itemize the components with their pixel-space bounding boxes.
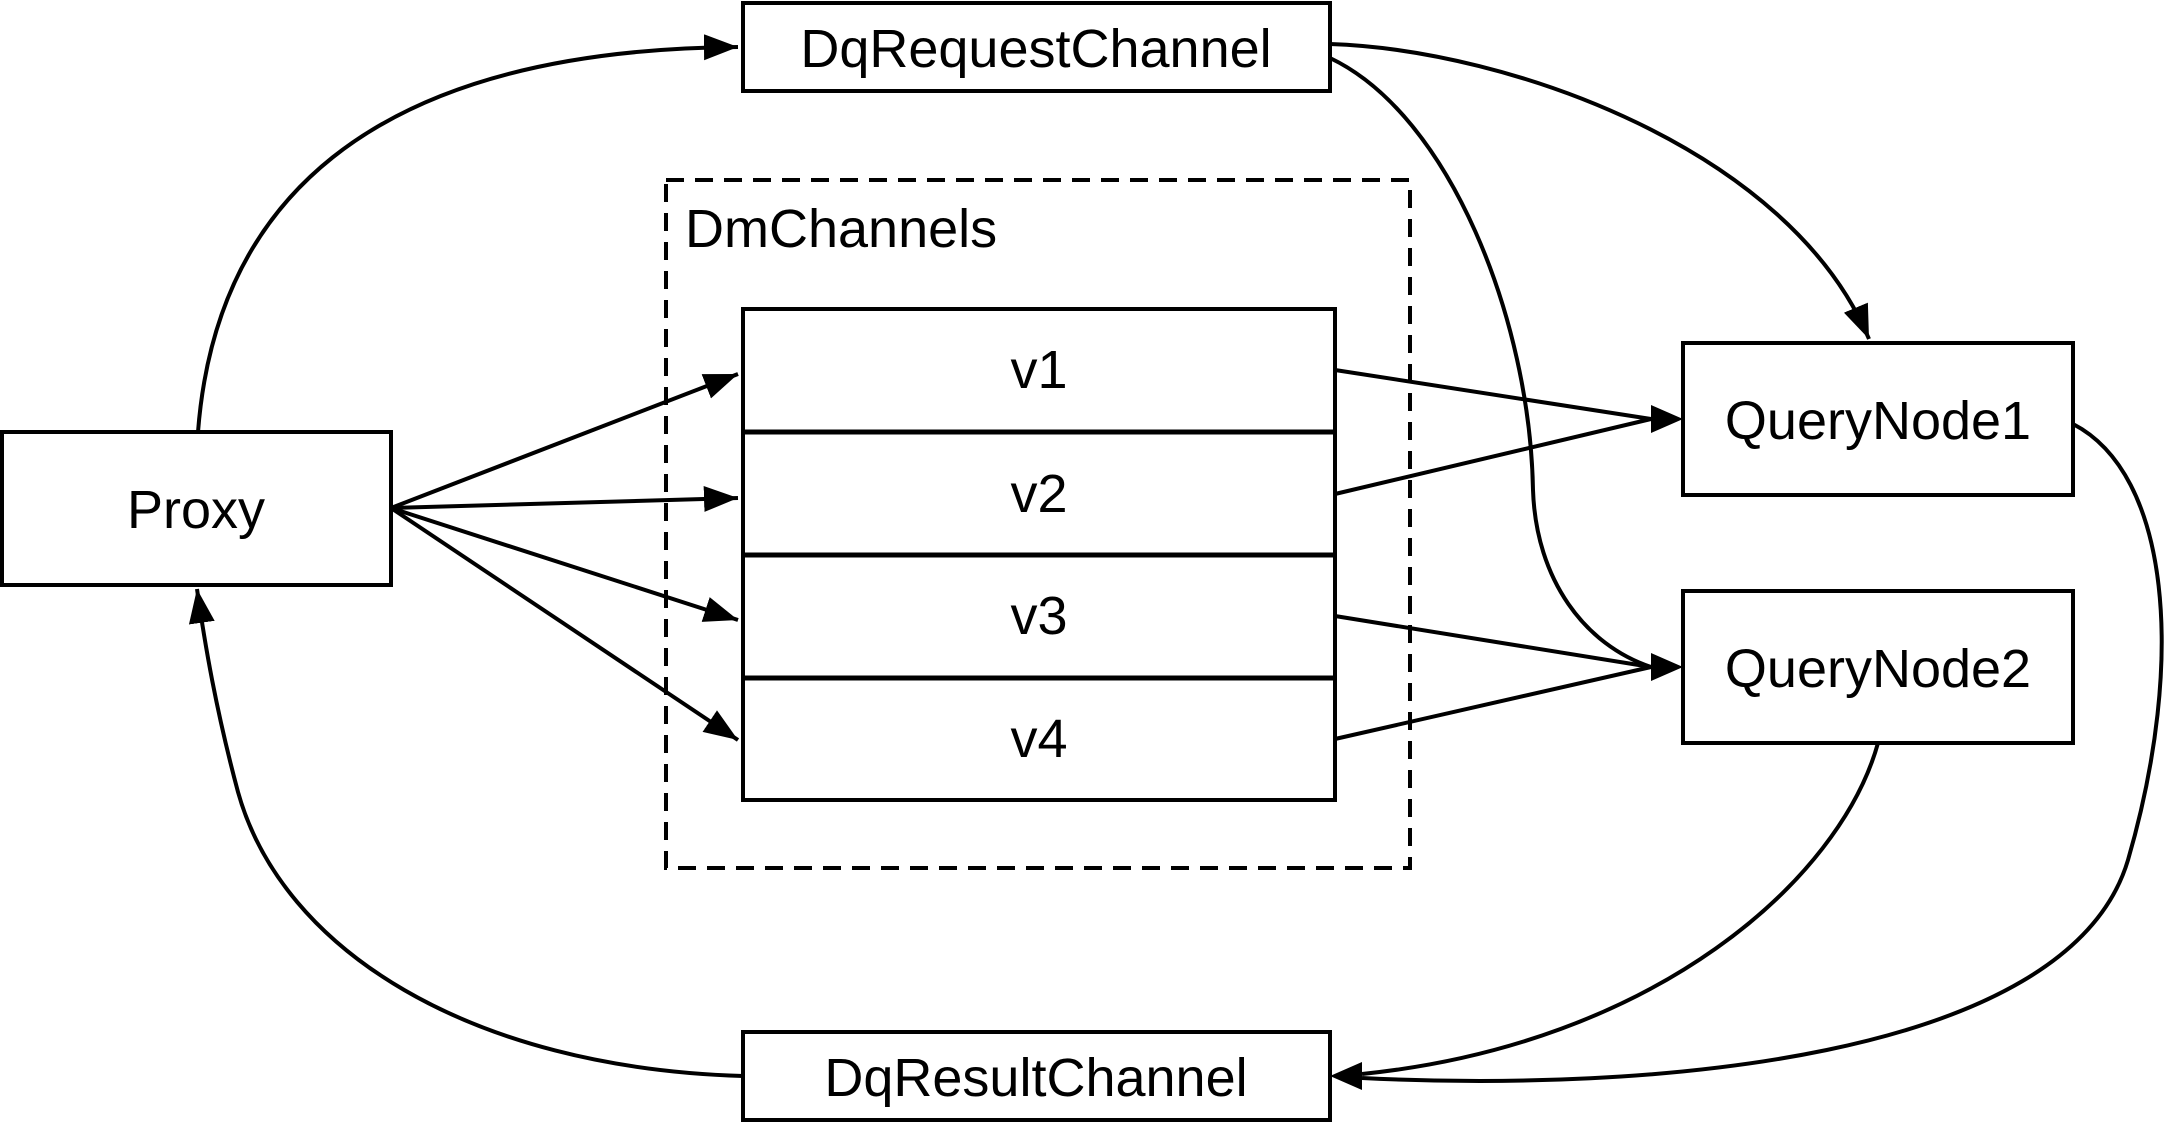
node-dq-result-channel: DqResultChannel (741, 1030, 1332, 1122)
node-dq-request-channel: DqRequestChannel (741, 1, 1332, 93)
edge-v3-to-query-node-2 (1334, 614, 1652, 669)
edge-v1-to-query-node-1 (1334, 368, 1652, 421)
edge-query-node-1-to-dq-result-channel (1361, 422, 2164, 1083)
channel-v1-label: v1 (1010, 340, 1067, 400)
query-node-1-label: QueryNode1 (1725, 391, 2031, 451)
edge-dq-request-channel-to-query-node-2 (1329, 56, 1652, 669)
dq-request-channel-box (741, 1, 1332, 93)
channel-v3-label: v3 (1010, 586, 1067, 646)
query-node-2-box (1681, 589, 2075, 745)
proxy-box (0, 430, 393, 587)
edge-v4-to-query-node-2 (1334, 665, 1652, 741)
edge-proxy-to-v1 (390, 372, 739, 510)
arrowhead-into-query-node-2-left (1651, 653, 1683, 681)
edge-proxy-to-v3 (390, 506, 739, 622)
dm-channels-dashed-border (664, 178, 1412, 870)
edge-proxy-to-v4 (389, 506, 740, 742)
channel-stack: v1 v2 v3 v4 (741, 307, 1337, 802)
query-node-2-label: QueryNode2 (1725, 639, 2031, 699)
edge-v2-to-query-node-1 (1334, 417, 1652, 496)
channel-v2-label: v2 (1010, 464, 1067, 524)
node-proxy: Proxy (0, 430, 393, 587)
group-dm-channels: DmChannels v1 v2 v3 v4 (664, 178, 1412, 870)
edge-query-node-2-to-dq-result-channel (1361, 742, 1880, 1076)
dq-result-channel-box (741, 1030, 1332, 1122)
dq-result-channel-label: DqResultChannel (824, 1048, 1247, 1108)
arrowhead-into-dq-result-channel-right (1330, 1062, 1362, 1090)
edge-dq-request-channel-to-query-node-1 (1329, 42, 1871, 340)
edges (188, 34, 2164, 1090)
dq-request-channel-label: DqRequestChannel (800, 19, 1271, 79)
node-query-node-2: QueryNode2 (1681, 589, 2075, 745)
edge-proxy-to-dq-request-channel (196, 34, 739, 433)
edge-dq-result-channel-to-proxy (188, 588, 744, 1078)
edge-proxy-to-v2 (390, 485, 739, 512)
proxy-label: Proxy (127, 480, 265, 540)
dm-channels-label: DmChannels (685, 199, 997, 259)
node-query-node-1: QueryNode1 (1681, 341, 2075, 497)
query-node-1-box (1681, 341, 2075, 497)
channel-v4-label: v4 (1010, 709, 1067, 769)
arrowhead-into-query-node-1-left (1651, 405, 1683, 433)
